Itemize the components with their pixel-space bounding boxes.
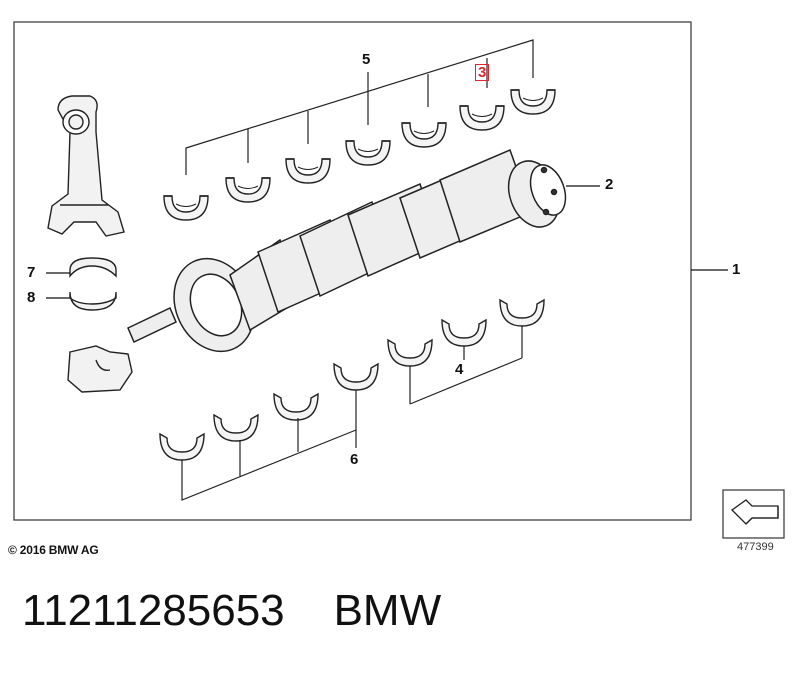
diagram-frame	[13, 21, 692, 521]
bearing-cap	[67, 345, 133, 393]
next-arrow-icon	[722, 489, 785, 539]
crankshaft	[127, 148, 567, 353]
leader-5	[185, 39, 534, 175]
leader-4	[409, 326, 523, 405]
callout-2[interactable]: 2	[605, 176, 614, 193]
callout-7[interactable]: 7	[27, 264, 36, 281]
callout-8[interactable]: 8	[27, 289, 36, 306]
diagram-id: 477399	[737, 541, 774, 553]
callout-1[interactable]: 1	[732, 261, 741, 278]
rod-bearing-shells	[69, 257, 117, 311]
part-number: 11211285653	[22, 586, 285, 635]
callout-5[interactable]: 5	[362, 51, 371, 68]
copyright-notice: © 2016 BMW AG	[8, 543, 99, 557]
callout-4[interactable]: 4	[455, 361, 464, 378]
leader-6	[181, 390, 357, 501]
part-caption: 11211285653 BMW	[22, 586, 441, 636]
brand-name: BMW	[333, 586, 442, 635]
callout-3[interactable]: 3	[475, 64, 490, 81]
callout-6[interactable]: 6	[350, 451, 359, 468]
connecting-rod	[47, 95, 125, 237]
